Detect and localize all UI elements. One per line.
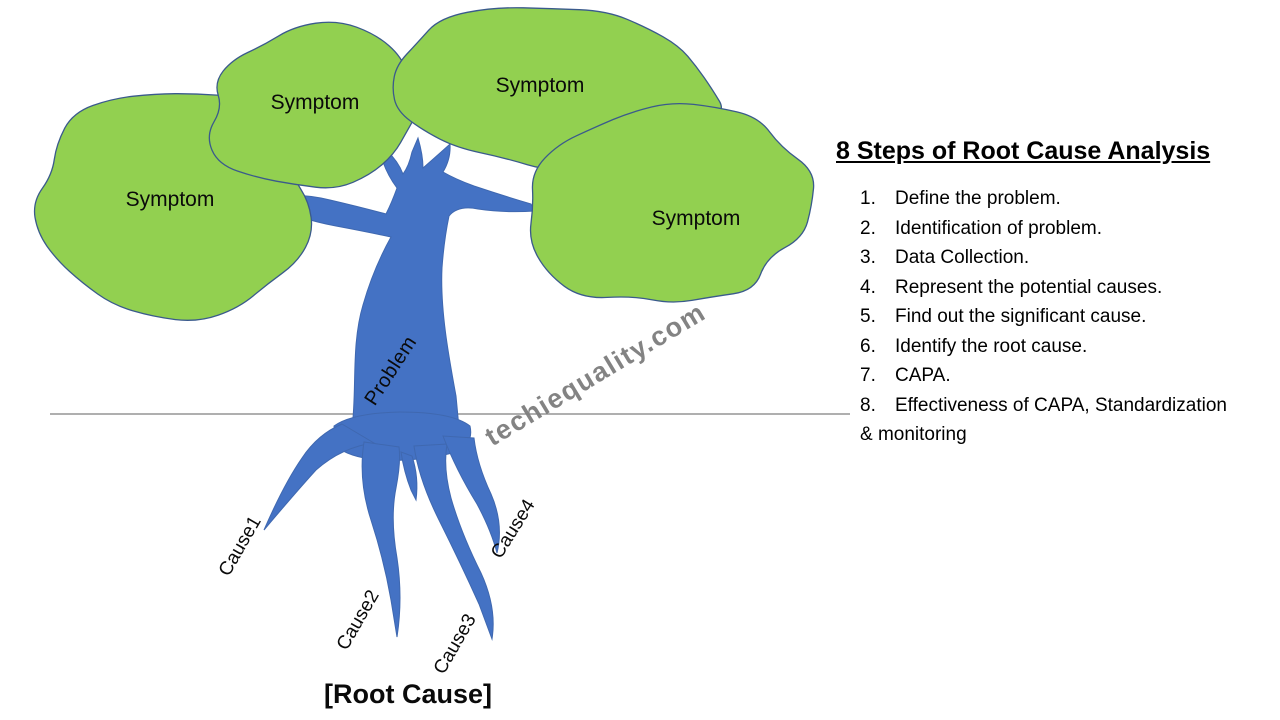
step-number: 6. <box>860 335 876 357</box>
tree-trunk <box>267 136 536 429</box>
step-item-7: 7. CAPA. <box>860 361 1280 391</box>
step-text: Find out the significant cause. <box>895 306 1147 327</box>
step-text: Data Collection. <box>895 247 1030 268</box>
root-2 <box>361 441 401 638</box>
step-8-continuation: & monitoring <box>860 424 967 445</box>
step-item-4: 4. Represent the potential causes. <box>860 273 1280 303</box>
step-text: Represent the potential causes. <box>895 276 1163 298</box>
step-number: 1. <box>860 188 876 209</box>
symptom-label-2: Symptom <box>271 91 360 114</box>
symptom-label-4: Symptom <box>652 207 741 230</box>
symptom-label-3: Symptom <box>496 74 585 97</box>
symptom-cloud-2 <box>208 21 418 189</box>
step-item-1: 1. Define the problem. <box>860 184 1280 214</box>
cause-label-1: Cause1 <box>215 513 266 580</box>
step-item-8: 8. Effectiveness of CAPA, Standardizatio… <box>860 391 1280 421</box>
steps-panel: 8 Steps of Root Cause Analysis 1. Define… <box>836 136 1280 450</box>
step-text: CAPA. <box>895 365 951 386</box>
symptom-cloud-4 <box>529 102 815 303</box>
step-number: 8. <box>860 394 876 416</box>
step-item-3: 3. Data Collection. <box>860 243 1280 273</box>
cause-label-2: Cause2 <box>333 587 384 654</box>
root-5 <box>400 451 418 502</box>
steps-list: 1. Define the problem. 2. Identification… <box>836 184 1280 450</box>
step-text: Identify the root cause. <box>895 335 1088 357</box>
step-item-5: 5. Find out the significant cause. <box>860 302 1280 332</box>
step-number: 2. <box>860 217 876 239</box>
step-number: 4. <box>860 276 876 298</box>
step-number: 3. <box>860 247 876 268</box>
step-text: Effectiveness of CAPA, Standardization <box>895 394 1227 416</box>
step-number: 7. <box>860 365 876 386</box>
step-item-6: 6. Identify the root cause. <box>860 332 1280 362</box>
symptom-label-1: Symptom <box>126 188 215 211</box>
root-1 <box>263 423 376 531</box>
steps-title: 8 Steps of Root Cause Analysis <box>836 137 1211 165</box>
root-3 <box>413 443 494 641</box>
step-text: Define the problem. <box>895 188 1061 209</box>
watermark-text: techiequality.com <box>480 297 711 452</box>
root-4 <box>442 435 500 554</box>
root-cause-caption: [Root Cause] <box>324 679 492 709</box>
step-item-2: 2. Identification of problem. <box>860 214 1280 244</box>
step-text: Identification of problem. <box>895 217 1103 239</box>
cause-label-3: Cause3 <box>430 611 481 678</box>
step-number: 5. <box>860 306 876 327</box>
